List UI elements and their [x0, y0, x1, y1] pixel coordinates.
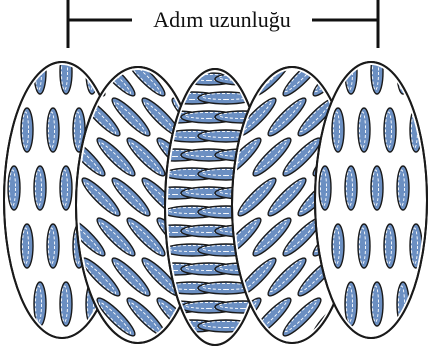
molecule [8, 50, 20, 94]
layer-stack [4, 50, 427, 345]
molecule-highlight [10, 286, 16, 322]
layer-5 [315, 50, 427, 338]
pitch-label: Adım uzunluğu [132, 6, 312, 34]
molecule-highlight [10, 54, 16, 90]
molecule [198, 320, 254, 332]
